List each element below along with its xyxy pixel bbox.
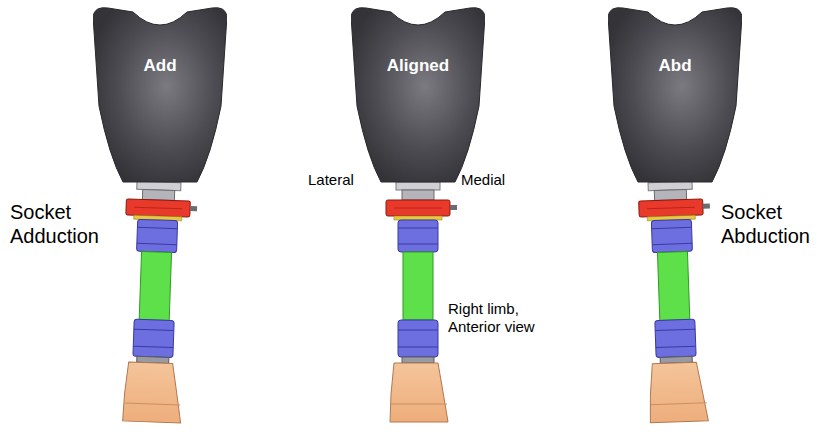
annotation-label: Socket Adduction <box>10 200 110 248</box>
prosthetic-socket: Aligned <box>351 6 485 184</box>
socket-label: Abd <box>608 56 742 76</box>
socket-shell <box>351 8 485 182</box>
annotation-label: Socket Abduction <box>721 200 823 248</box>
annotation-label: Medial <box>461 171 531 189</box>
annotation-label: Right limb, Anterior view <box>448 300 563 336</box>
socket-label: Add <box>93 56 227 76</box>
socket-shell <box>93 8 227 182</box>
pylon-assembly <box>119 181 198 423</box>
pylon-assembly <box>386 182 457 422</box>
annotation-label: Lateral <box>308 171 378 189</box>
pylon-assembly <box>638 181 717 423</box>
socket-label: Aligned <box>351 56 485 76</box>
socket-outline <box>93 6 227 184</box>
socket-outline <box>608 6 742 184</box>
socket-outline <box>351 6 485 184</box>
prosthetic-socket: Add <box>93 6 227 184</box>
prosthetic-socket: Abd <box>608 6 742 184</box>
socket-shell <box>608 8 742 182</box>
